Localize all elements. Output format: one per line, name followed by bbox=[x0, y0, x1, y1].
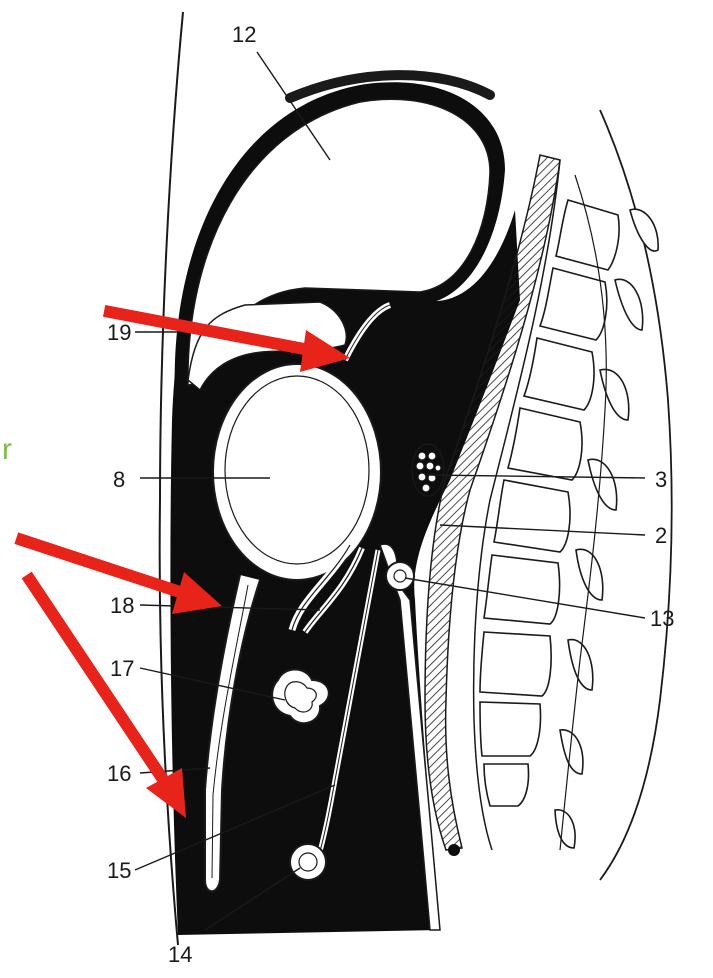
label-8: 8 bbox=[113, 467, 125, 492]
label-2: 2 bbox=[655, 523, 667, 548]
label-19: 19 bbox=[107, 320, 131, 345]
label-18: 18 bbox=[110, 593, 134, 618]
label-17: 17 bbox=[110, 656, 134, 681]
bladder-8-inner bbox=[225, 376, 369, 564]
sacral-tip bbox=[448, 844, 460, 856]
label-12: 12 bbox=[232, 22, 256, 47]
label-16: 16 bbox=[107, 761, 131, 786]
label-14: 14 bbox=[168, 942, 192, 967]
structure-3-cluster bbox=[412, 444, 444, 496]
label-13: 13 bbox=[650, 606, 674, 631]
label-15: 15 bbox=[107, 858, 131, 883]
structure-14 bbox=[290, 844, 326, 880]
structure-13 bbox=[386, 562, 414, 590]
label-3: 3 bbox=[655, 467, 667, 492]
cropped-edge-letter: r bbox=[2, 430, 22, 470]
